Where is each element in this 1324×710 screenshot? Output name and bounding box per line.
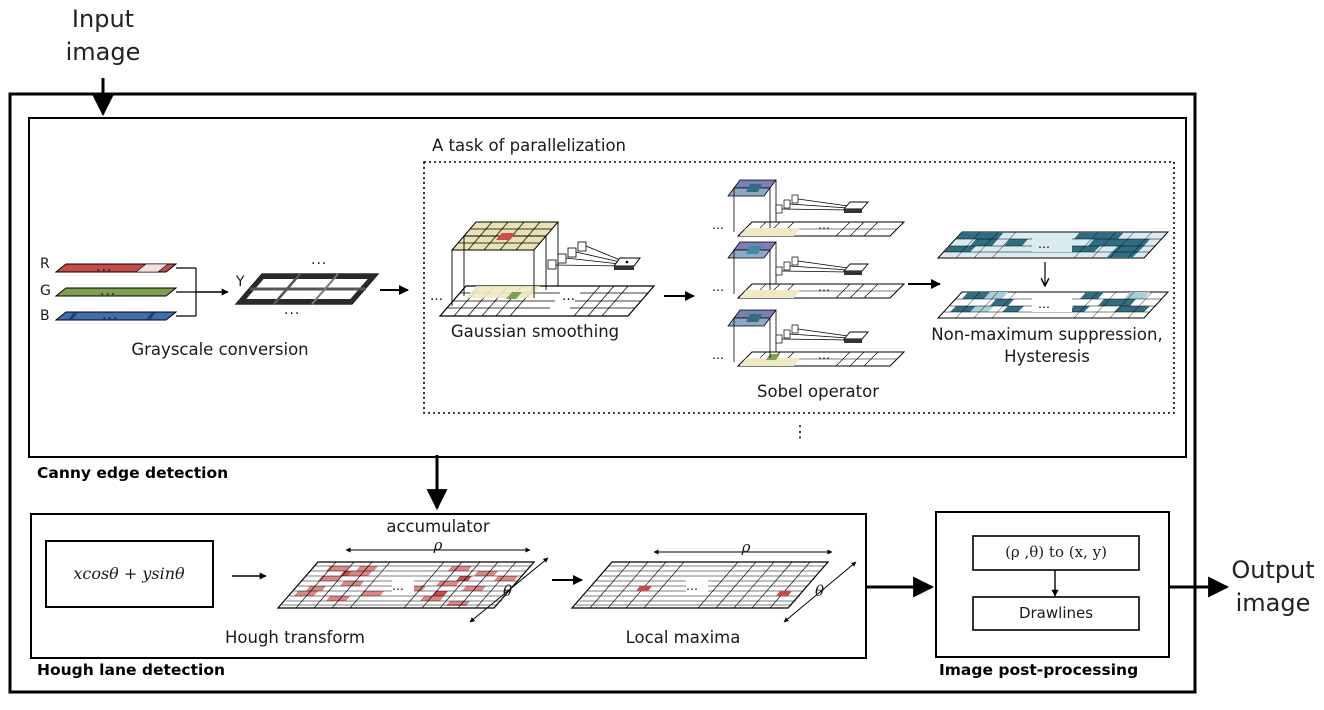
canny-section-label: Canny edge detection (37, 464, 229, 482)
gaussian-smoothing-graphic: … … (430, 221, 656, 317)
formula-box (45, 540, 214, 608)
formula-text: xcosθ + ysinθ (73, 564, 185, 583)
channel-r-ellipsis: ... (96, 259, 113, 275)
post-box (935, 511, 1170, 658)
channel-r-label: R (40, 256, 50, 272)
grayscale-label: Grayscale conversion (131, 340, 309, 359)
svg-text:…: … (562, 289, 575, 304)
svg-text:…: … (818, 218, 830, 232)
svg-text:…: … (712, 348, 724, 362)
y-ellipsis-bottom: ... (284, 302, 301, 318)
gaussian-label: Gaussian smoothing (450, 322, 620, 341)
drawlines-box (972, 596, 1140, 631)
drawlines-text: Drawlines (1018, 604, 1094, 622)
hough-transform-label: Hough transform (224, 628, 366, 647)
theta-label-1: θ (503, 582, 513, 600)
output-label: Output image (1231, 556, 1315, 617)
svg-text:…: … (818, 348, 830, 362)
channel-b-strip (54, 311, 178, 321)
rho-label-1: ρ (433, 536, 443, 554)
rho-label-2: ρ (741, 538, 751, 556)
accumulator-grid: … (276, 547, 549, 623)
svg-text:…: … (1038, 237, 1050, 251)
svg-text:…: … (1038, 297, 1050, 311)
grayscale-image (234, 273, 380, 305)
parallelization-label: A task of parallelization (432, 136, 627, 155)
hough-section-label: Hough lane detection (37, 661, 226, 679)
svg-text:…: … (712, 280, 724, 294)
y-ellipsis-top: ... (311, 252, 328, 268)
svg-text:…: … (686, 579, 698, 593)
convert-box (972, 535, 1140, 571)
canny-box (28, 117, 1187, 458)
svg-text:…: … (392, 579, 404, 593)
post-section-label: Image post-processing (939, 661, 1139, 679)
channel-merge-bracket (176, 267, 197, 317)
parallelization-box (423, 161, 1175, 414)
local-maxima-label: Local maxima (625, 628, 741, 647)
sobel-graphic: … … … … (712, 179, 906, 367)
input-label: Input image (65, 5, 141, 66)
y-label: Y (236, 274, 245, 290)
sobel-label: Sobel operator (757, 382, 879, 401)
channel-b-label: B (40, 308, 50, 324)
channel-b-ellipsis: ... (102, 307, 119, 323)
svg-text:…: … (712, 218, 724, 232)
vertical-ellipsis: ⋮ (791, 422, 809, 441)
nms-label: Non-maximum suppression, Hysteresis (931, 325, 1163, 366)
channel-g-label: G (40, 283, 51, 299)
convert-text: (ρ ,θ) to (x, y) (1005, 543, 1107, 561)
accumulator-label: accumulator (386, 517, 490, 536)
outer-frame (8, 92, 1197, 694)
svg-text:…: … (430, 289, 443, 304)
local-maxima-grid: … (570, 549, 857, 623)
nms-graphic: … … (936, 231, 1170, 319)
channel-g-ellipsis: ... (100, 283, 117, 299)
channel-g-strip (54, 287, 178, 297)
rgb-channels (54, 263, 178, 321)
svg-text:…: … (818, 280, 830, 294)
theta-label-2: θ (815, 582, 825, 600)
